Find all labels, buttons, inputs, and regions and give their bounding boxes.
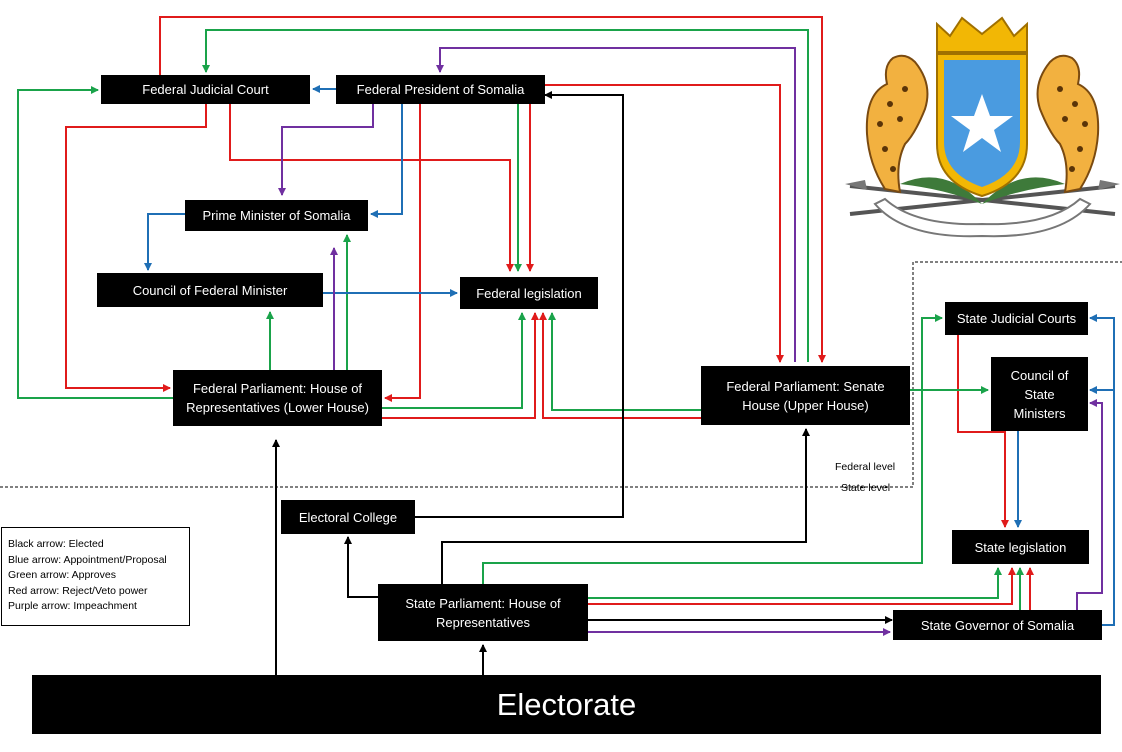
prime-minister-label: Prime Minister of Somalia: [202, 208, 351, 223]
legend-item-approves: Green arrow: Approves: [8, 569, 116, 581]
federal-judicial-court-label: Federal Judicial Court: [142, 82, 269, 97]
prime-minister-box: Prime Minister of Somalia: [185, 200, 368, 231]
federal-legislation-box: Federal legislation: [460, 277, 598, 309]
legend: Black arrow: Elected Blue arrow: Appoint…: [1, 527, 190, 626]
electoral-college-box: Electoral College: [281, 500, 415, 534]
house-of-representatives-box: Federal Parliament: House of Representat…: [173, 370, 382, 426]
impeachment-arrows: [278, 47, 1103, 636]
state-parliament-label: State Parliament: House of Representativ…: [405, 595, 561, 630]
legend-item-impeachment: Purple arrow: Impeachment: [8, 600, 137, 612]
federal-judicial-court-box: Federal Judicial Court: [101, 75, 310, 104]
senate-box: Federal Parliament: Senate House (Upper …: [701, 366, 910, 425]
state-parliament-box: State Parliament: House of Representativ…: [378, 584, 588, 641]
federal-level-label: Federal level: [835, 461, 896, 473]
council-federal-minister-box: Council of Federal Minister: [97, 273, 323, 307]
federal-legislation-label: Federal legislation: [476, 285, 582, 301]
state-judicial-courts-box: State Judicial Courts: [945, 302, 1088, 335]
appointment-arrows: [144, 85, 1115, 626]
legend-item-appointment: Blue arrow: Appointment/Proposal: [8, 553, 167, 566]
council-state-ministers-label: Council of State Ministers: [1010, 367, 1069, 421]
state-legislation-label: State legislation: [974, 539, 1067, 555]
federal-president-label: Federal President of Somalia: [356, 82, 525, 97]
council-federal-minister-label: Council of Federal Minister: [132, 282, 288, 298]
approval-arrows: [17, 29, 1024, 610]
state-governor-label: State Governor of Somalia: [920, 617, 1075, 633]
state-governor-box: State Governor of Somalia: [893, 610, 1102, 640]
senate-label: Federal Parliament: Senate House (Upper …: [726, 378, 885, 413]
state-judicial-courts-label: State Judicial Courts: [956, 311, 1077, 326]
somalia-coat-of-arms-icon: [845, 16, 1120, 238]
house-of-representatives-label: Federal Parliament: House of Representat…: [186, 381, 369, 415]
legend-item-veto: Red arrow: Reject/Veto power: [8, 584, 148, 597]
council-state-ministers-box: Council of State Ministers: [991, 357, 1088, 431]
legend-item-elected: Black arrow: Elected: [8, 538, 104, 550]
electorate-label: Electorate: [496, 687, 637, 722]
veto-arrows: [65, 16, 1034, 610]
electorate-box: Electorate: [32, 675, 1101, 734]
election-arrows: [272, 91, 893, 675]
state-level-label: State level: [841, 482, 891, 494]
electoral-college-label: Electoral College: [298, 509, 398, 525]
state-legislation-box: State legislation: [952, 530, 1089, 564]
federal-president-box: Federal President of Somalia: [336, 75, 545, 104]
level-divider: [0, 261, 1122, 488]
